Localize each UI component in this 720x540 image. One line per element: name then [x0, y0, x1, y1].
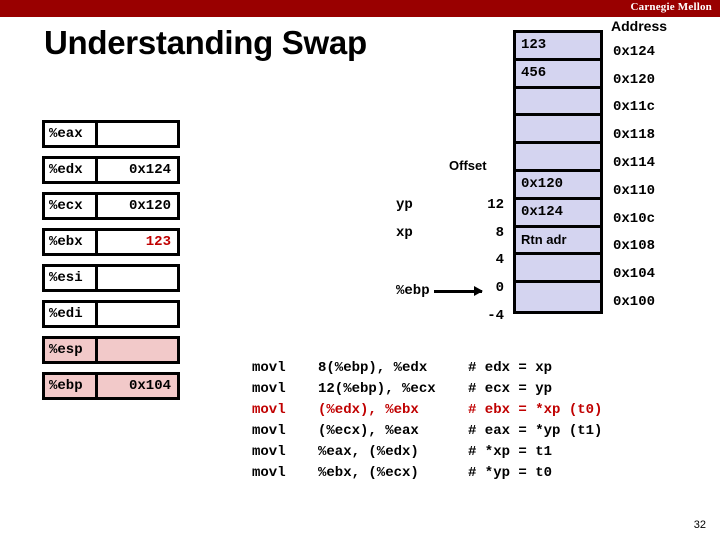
code-operands: 12(%ebp), %ecx: [318, 381, 436, 397]
address-label: 0x120: [613, 71, 656, 88]
ebp-pointer: %ebp: [396, 283, 483, 299]
memory-cell: 0x124: [516, 199, 600, 228]
memory-cell: 0x120: [516, 171, 600, 200]
register-value: [98, 303, 177, 325]
offset-variable-label: yp: [396, 196, 413, 213]
code-instruction: movl: [252, 423, 286, 439]
arrow-right-icon: [433, 285, 483, 296]
memory-cell: 456: [516, 60, 600, 89]
register-row-ebp: %ebp 0x104: [42, 372, 180, 400]
offset-value: 4: [495, 252, 504, 269]
code-comment: # eax = *yp (t1): [468, 423, 603, 439]
code-line: movl (%edx), %ebx # ebx = *xp (t0): [252, 400, 602, 421]
offset-column: yp 12 xp 8 4 0 -4: [396, 191, 504, 330]
code-instruction: movl: [252, 402, 286, 418]
memory-cell: [516, 255, 600, 284]
register-value: 0x104: [128, 378, 171, 394]
register-name: %ecx: [45, 195, 98, 217]
register-value: 0x120: [128, 198, 171, 214]
code-comment: # *yp = t0: [468, 465, 553, 481]
slide-page-number: 32: [693, 519, 706, 531]
code-operands: (%ecx), %eax: [318, 423, 419, 439]
address-label: 0x114: [613, 155, 656, 172]
offset-row: 4: [396, 247, 504, 275]
register-name: %edx: [45, 159, 98, 181]
memory-cell: Rtn adr: [516, 227, 600, 256]
offset-row-negative: -4: [396, 302, 504, 330]
address-label: 0x124: [613, 43, 656, 60]
offset-variable-label: xp: [396, 224, 413, 241]
code-line: movl (%ecx), %eax # eax = *yp (t1): [252, 421, 602, 442]
address-label: 0x10c: [613, 210, 656, 227]
address-label: 0x108: [613, 238, 656, 255]
code-instruction: movl: [252, 444, 286, 460]
address-label: 0x118: [613, 127, 656, 144]
memory-cell: 123: [516, 33, 600, 61]
register-row-eax: %eax: [42, 120, 180, 148]
top-banner: Carnegie Mellon: [0, 0, 720, 17]
register-row-ecx: %ecx 0x120: [42, 192, 180, 220]
register-value: [98, 267, 177, 289]
register-row-esp: %esp: [42, 336, 180, 364]
register-name: %esp: [45, 339, 98, 361]
register-row-edx: %edx 0x124: [42, 156, 180, 184]
code-instruction: movl: [252, 465, 286, 481]
institution-label: Carnegie Mellon: [630, 1, 712, 13]
code-operands: %eax, (%edx): [318, 444, 419, 460]
page-title: Understanding Swap: [44, 24, 367, 61]
register-value: [98, 339, 177, 361]
offset-value: 12: [487, 196, 504, 213]
address-label: 0x11c: [613, 99, 656, 116]
ebp-pointer-label: %ebp: [396, 283, 430, 299]
offset-value-negative: -4: [487, 308, 504, 325]
offset-value: 8: [495, 224, 504, 241]
code-instruction: movl: [252, 381, 286, 397]
code-comment: # ebx = *xp (t0): [468, 402, 603, 418]
code-operands: (%edx), %ebx: [318, 402, 419, 418]
code-line: movl 8(%ebp), %edx # edx = xp: [252, 358, 602, 379]
code-comment: # edx = xp: [468, 360, 553, 376]
memory-cell: [516, 88, 600, 117]
register-value: 123: [145, 234, 171, 250]
offset-value-zero: 0: [495, 280, 504, 297]
address-column-header: Address: [611, 18, 668, 34]
code-operands: 8(%ebp), %edx: [318, 360, 428, 376]
register-name: %ebx: [45, 231, 98, 253]
register-row-edi: %edi: [42, 300, 180, 328]
register-name: %esi: [45, 267, 98, 289]
memory-cell: [516, 283, 600, 311]
code-comment: # ecx = yp: [468, 381, 553, 397]
register-value: 0x124: [128, 162, 171, 178]
register-name: %eax: [45, 123, 98, 145]
code-line: movl 12(%ebp), %ecx # ecx = yp: [252, 379, 602, 400]
register-row-esi: %esi: [42, 264, 180, 292]
address-label: 0x104: [613, 266, 656, 283]
offset-row-ebp: 0: [396, 274, 504, 302]
address-label: 0x100: [613, 294, 656, 311]
offset-row: yp 12: [396, 191, 504, 219]
code-instruction: movl: [252, 360, 286, 376]
memory-cell: [516, 144, 600, 172]
address-label: 0x110: [613, 182, 656, 199]
code-comment: # *xp = t1: [468, 444, 553, 460]
register-table: %eax %edx 0x124 %ecx 0x120 %ebx 123 %esi %edi %es…: [42, 120, 180, 408]
address-column: 0x124 0x120 0x11c 0x118 0x114 0x110 0x10c 0x108…: [613, 38, 655, 316]
memory-cell: [516, 116, 600, 145]
register-name: %ebp: [45, 375, 98, 397]
offset-row: xp 8: [396, 219, 504, 247]
register-value: [98, 123, 177, 145]
offset-column-header: Offset: [449, 158, 487, 173]
register-name: %edi: [45, 303, 98, 325]
assembly-code-block: movl 8(%ebp), %edx # edx = xp movl 12(%ebp),…: [252, 358, 602, 484]
code-operands: %ebx, (%ecx): [318, 465, 419, 481]
code-line: movl %eax, (%edx) # *xp = t1: [252, 442, 602, 463]
code-line: movl %ebx, (%ecx) # *yp = t0: [252, 463, 602, 484]
register-row-ebx: %ebx 123: [42, 228, 180, 256]
